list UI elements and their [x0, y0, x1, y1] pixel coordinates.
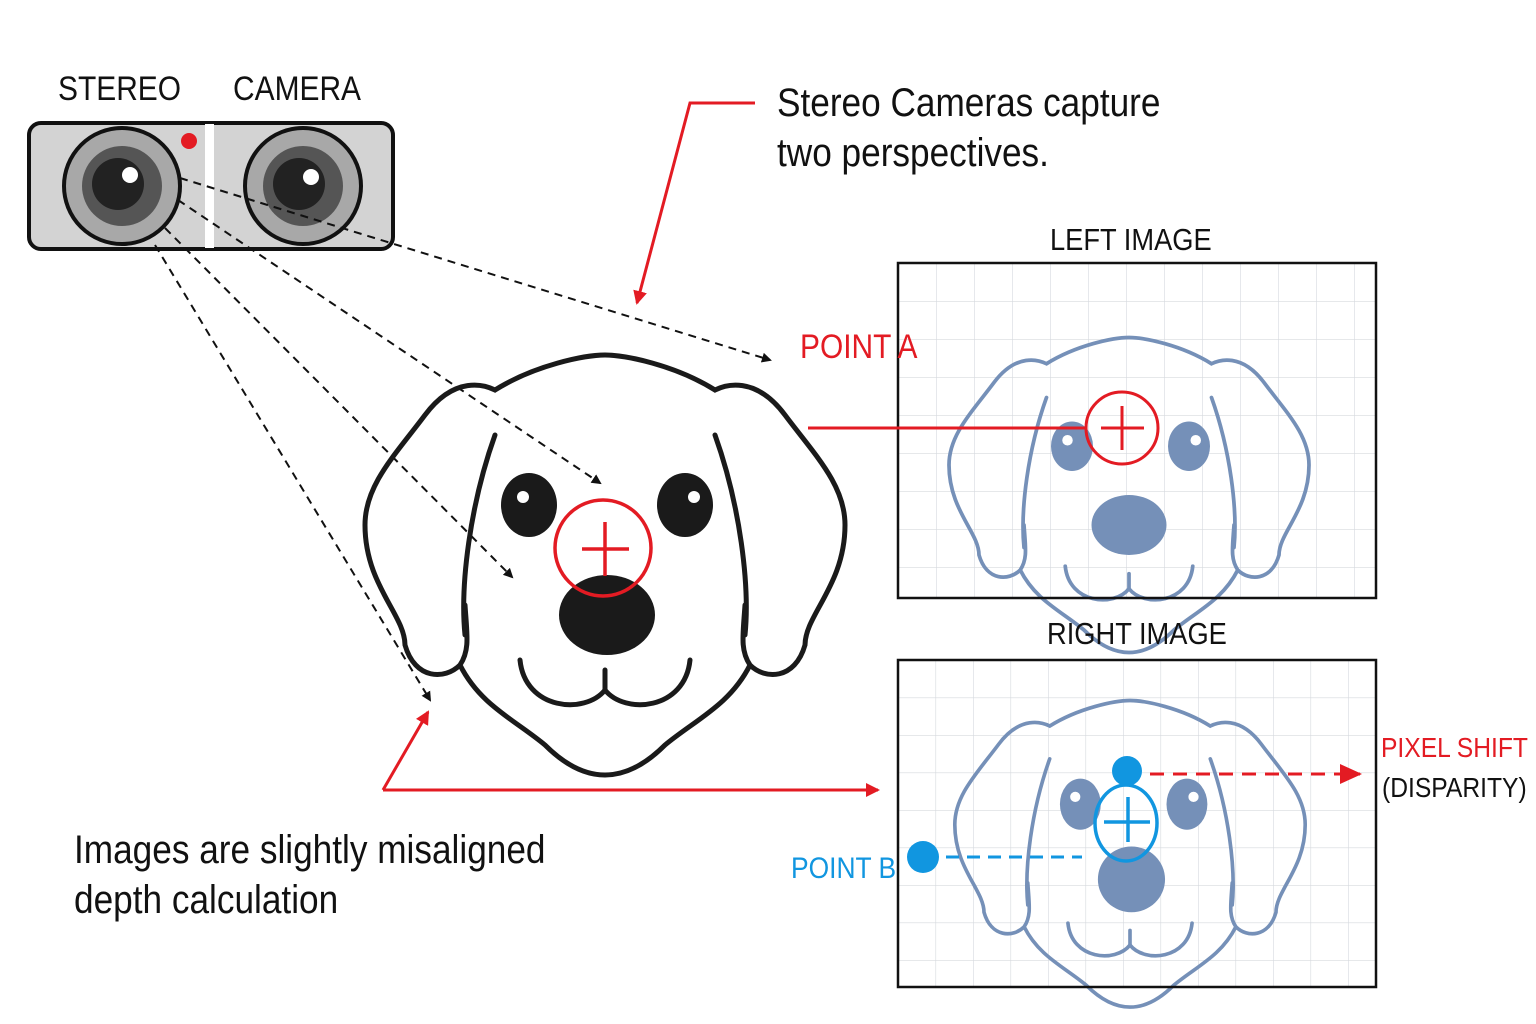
disparity-label: (DISPARITY)	[1382, 772, 1527, 803]
projection-rays	[154, 177, 772, 702]
misalignment-arrow	[381, 710, 430, 791]
point-b-dot	[907, 841, 939, 873]
stereo-camera-icon	[27, 121, 395, 251]
right-image-panel	[896, 658, 1378, 1009]
caption-top-line1: Stereo Cameras capture	[777, 81, 1161, 125]
point-a-leader	[808, 390, 1160, 466]
right-image-title: RIGHT IMAGE	[1047, 616, 1227, 651]
caption-bottom: Images are slightly misaligned depth cal…	[74, 825, 546, 925]
caption-pointer-arrow	[633, 101, 755, 305]
dog-face-main	[365, 355, 845, 775]
camera-label-camera: CAMERA	[233, 70, 362, 108]
point-a-label: POINT A	[800, 328, 918, 366]
caption-top: Stereo Cameras capture two perspectives.	[777, 78, 1160, 178]
target-point-a-main	[553, 498, 653, 598]
camera-label-stereo: STEREO	[58, 70, 182, 108]
camera-indicator-light	[181, 133, 197, 149]
left-image-title: LEFT IMAGE	[1050, 222, 1212, 257]
caption-bottom-line1: Images are slightly misaligned	[74, 828, 546, 872]
pixel-shift-label: PIXEL SHIFT	[1381, 732, 1528, 763]
caption-top-line2: two perspectives.	[777, 131, 1049, 175]
left-image-panel	[896, 261, 1378, 655]
point-b-label: POINT B	[791, 852, 897, 885]
caption-bottom-line2: depth calculation	[74, 878, 339, 922]
disparity-point-top	[1112, 756, 1142, 786]
